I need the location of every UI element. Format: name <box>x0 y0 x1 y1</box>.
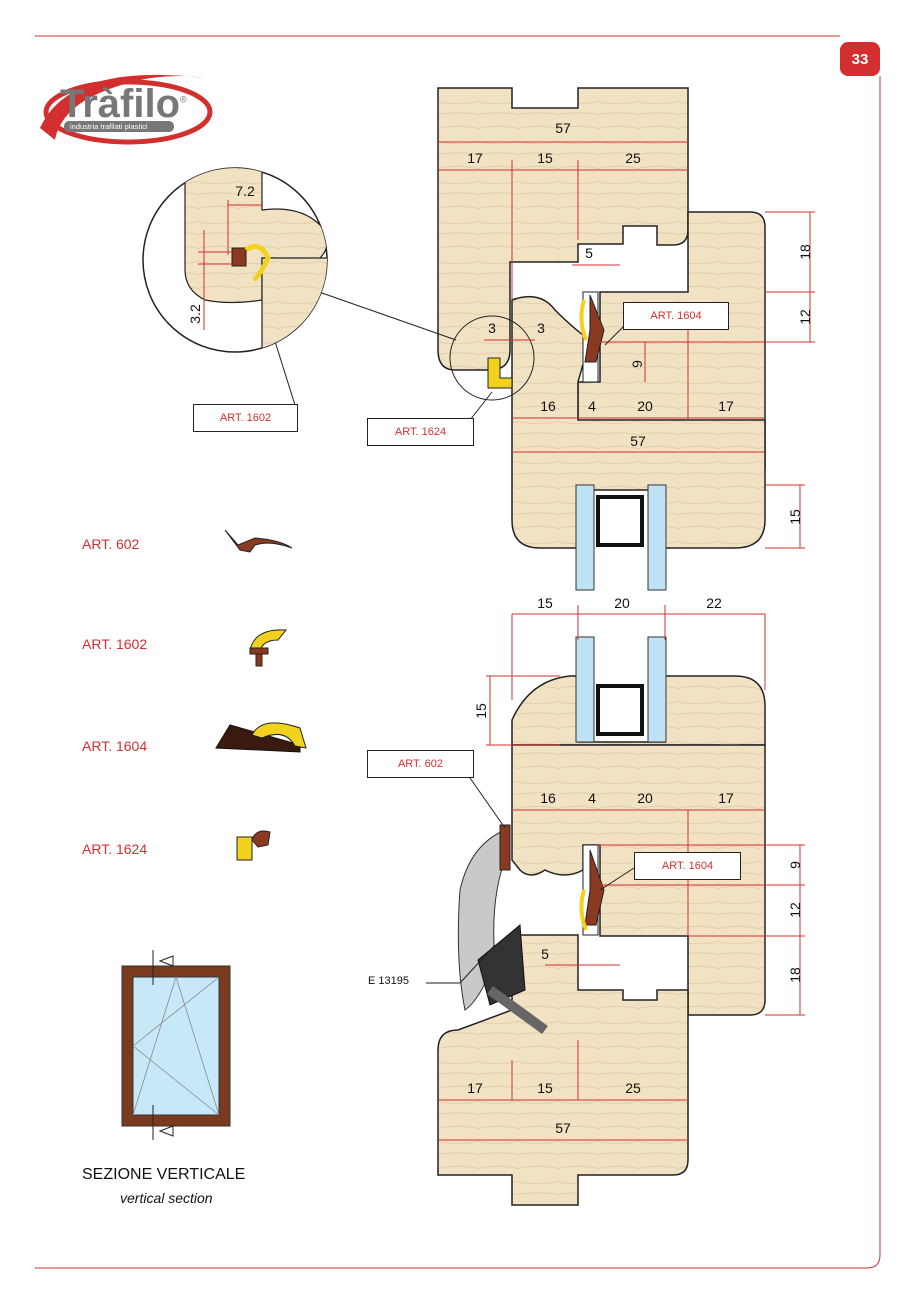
legend-icon-art1602 <box>249 629 287 667</box>
top-dim-lines <box>438 141 815 549</box>
dim-bot-57: 57 <box>555 1120 571 1136</box>
dim-bot-15-left: 15 <box>473 703 489 719</box>
bottom-frame-wood <box>437 934 689 1206</box>
bottom-dim-lines <box>438 605 805 1141</box>
drip-anchor <box>477 923 526 1006</box>
logo-brand-text: Tràfilo <box>60 82 181 126</box>
dim-top-18: 18 <box>797 244 813 260</box>
caption-title: SEZIONE VERTICALE <box>82 1166 246 1183</box>
dim-bot-25: 25 <box>625 1080 641 1096</box>
callout-art1604-bottom: ART. 1604 <box>634 852 741 880</box>
top-section <box>437 87 815 591</box>
dim-bot-15: 15 <box>537 595 553 611</box>
bottom-glass-spacer <box>596 684 644 736</box>
glass-pane-left <box>575 484 595 591</box>
logo-mark <box>40 74 213 145</box>
legend-icon-art602 <box>224 529 293 553</box>
dim-top-25: 25 <box>625 150 641 166</box>
detail-bubble-small <box>449 315 535 401</box>
dim-top-12: 12 <box>797 309 813 325</box>
dim-top-17b: 17 <box>718 398 734 414</box>
bottom-leaders <box>426 777 635 984</box>
legend-icon-art1624 <box>236 830 271 861</box>
dim-bot-15b: 15 <box>537 1080 553 1096</box>
dim-top-15-glass: 15 <box>787 509 803 525</box>
screw <box>487 985 548 1035</box>
logo-trademark: ® <box>180 94 187 105</box>
page-number-badge: 33 <box>840 42 880 76</box>
dim-top-4: 4 <box>588 398 596 414</box>
legend-label-art1624: ART. 1624 <box>82 841 148 857</box>
dim-bot-20: 20 <box>614 595 630 611</box>
bottom-glass-pane-right <box>647 636 667 743</box>
glass-spacer <box>596 495 644 547</box>
dim-detail-3-2: 3.2 <box>187 304 203 324</box>
callout-art1604-top: ART. 1604 <box>623 302 729 330</box>
dim-bot-17b: 17 <box>467 1080 483 1096</box>
dim-bot-16: 16 <box>540 790 556 806</box>
legend-label-art602: ART. 602 <box>82 536 140 552</box>
gasket-yellow-bottom <box>579 889 588 931</box>
legend-label-art1602: ART. 1602 <box>82 636 148 652</box>
glass-pane-right <box>647 484 667 591</box>
gasket-art1624-top <box>487 357 513 389</box>
dim-bot-22: 22 <box>706 595 722 611</box>
bottom-glass-pane-left <box>575 636 595 743</box>
dim-top-slot-3b: 3 <box>537 320 545 336</box>
dim-top-17: 17 <box>467 150 483 166</box>
lower-sash-wood <box>511 295 766 549</box>
bottom-sash-wood <box>511 744 766 1016</box>
dim-top-9: 9 <box>629 360 645 368</box>
dim-bot-17: 17 <box>718 790 734 806</box>
callout-art1602-detail: ART. 1602 <box>193 404 298 432</box>
frame-rule <box>35 76 881 1269</box>
dim-top-slot-3a: 3 <box>488 320 496 336</box>
callout-art1624-top: ART. 1624 <box>367 418 474 446</box>
gasket-art602 <box>499 824 511 871</box>
dim-bot-18: 18 <box>787 967 803 983</box>
legend-icon-art1604 <box>215 722 307 753</box>
dim-bot-12: 12 <box>787 902 803 918</box>
dim-bot-5: 5 <box>541 946 549 962</box>
dim-top-16: 16 <box>540 398 556 414</box>
callout-e13195: E 13195 <box>368 975 409 987</box>
dim-top-20: 20 <box>637 398 653 414</box>
gasket-yellow-top <box>579 299 588 341</box>
dim-top-57: 57 <box>555 120 571 136</box>
caption-subtitle: vertical section <box>120 1190 213 1206</box>
drip-profile-e13195 <box>457 829 506 1011</box>
right-frame-wood <box>577 211 766 469</box>
dim-detail-7-2: 7.2 <box>235 183 255 199</box>
logo-tagline: industria trafilati plastici <box>70 122 148 131</box>
dim-bot-9: 9 <box>787 861 803 869</box>
bottom-section <box>437 605 805 1206</box>
dim-bot-4: 4 <box>588 790 596 806</box>
dim-top-5: 5 <box>585 245 593 261</box>
callout-art602-bottom: ART. 602 <box>367 750 474 778</box>
gasket-art1604-bottom <box>584 849 605 926</box>
dim-top-57b: 57 <box>630 433 646 449</box>
dim-top-15: 15 <box>537 150 553 166</box>
window-thumbnail <box>121 950 231 1140</box>
dim-bot-20b: 20 <box>637 790 653 806</box>
legend-label-art1604: ART. 1604 <box>82 738 148 754</box>
gasket-art1604-top <box>584 294 605 363</box>
logo-brand: Tràfilo® <box>60 82 187 127</box>
